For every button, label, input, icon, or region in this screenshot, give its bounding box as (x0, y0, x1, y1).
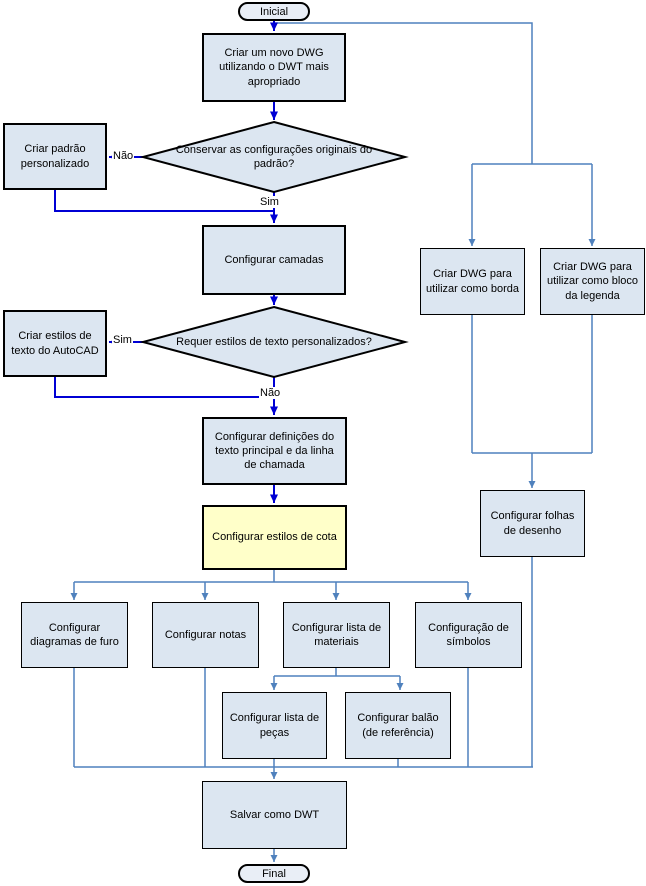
node-configurar-lista-materiais: Configurar lista de materiais (283, 602, 390, 668)
edge-label-sim-2: Sim (112, 334, 133, 347)
end-terminal: Final (238, 864, 310, 883)
connector-inicial-to-right-branch (274, 22, 533, 164)
node-label: Configurar estilos de cota (212, 531, 337, 544)
decision-conservar-configuracoes (139, 120, 409, 194)
node-configurar-diagramas-furo: Configurar diagramas de furo (21, 602, 128, 668)
start-terminal: Inicial (238, 2, 310, 21)
edge-label-nao-2: Não (259, 387, 282, 400)
node-criar-novo-dwg: Criar um novo DWG utilizando o DWT mais … (202, 33, 346, 102)
node-label: Configuração de símbolos (428, 621, 509, 648)
node-label: Configurar definições do texto principal… (214, 430, 335, 472)
edge-label-sim-1: Sim (259, 196, 280, 209)
edge-label-nao-1: Não (112, 150, 135, 163)
node-label: Configurar camadas (224, 253, 324, 266)
node-configurar-camadas: Configurar camadas (202, 225, 346, 295)
node-label: Criar DWG para utilizar como bloco da le… (546, 261, 639, 302)
node-configurar-folhas-desenho: Configurar folhas de desenho (480, 490, 585, 557)
node-configurar-estilos-cota: Configurar estilos de cota (202, 505, 347, 570)
node-label: Criar estilos de texto do AutoCAD (11, 330, 99, 357)
node-label: Configurar lista de peças (229, 712, 320, 739)
node-label: Configurar notas (164, 628, 247, 641)
node-label: Salvar como DWT (229, 808, 320, 821)
node-criar-estilos-texto-autocad: Criar estilos de texto do AutoCAD (3, 310, 107, 377)
node-configurar-balao: Configurar balão (de referência) (345, 692, 451, 759)
node-label: Criar padrão personalizado (20, 143, 90, 170)
node-salvar-como-dwt: Salvar como DWT (202, 781, 347, 849)
node-label: Configurar balão (de referência) (357, 712, 439, 739)
start-label: Inicial (259, 5, 289, 18)
node-label: Configurar lista de materiais (291, 621, 382, 648)
node-label: Criar um novo DWG utilizando o DWT mais … (219, 47, 329, 88)
node-configuracao-simbolos: Configuração de símbolos (415, 602, 522, 668)
node-criar-dwg-borda: Criar DWG para utilizar como borda (420, 248, 525, 315)
decision-requer-estilos (139, 305, 409, 379)
node-configurar-lista-pecas: Configurar lista de peças (222, 692, 327, 759)
node-label: Configurar diagramas de furo (30, 621, 119, 648)
node-configurar-definicoes-texto: Configurar definições do texto principal… (202, 417, 347, 485)
node-criar-padrao-personalizado: Criar padrão personalizado (3, 123, 107, 190)
node-label: Configurar folhas de desenho (490, 510, 575, 537)
node-label: Criar DWG para utilizar como borda (426, 268, 519, 295)
end-label: Final (262, 867, 286, 880)
node-criar-dwg-bloco-legenda: Criar DWG para utilizar como bloco da le… (540, 248, 645, 315)
connector-padrao-merge (54, 190, 273, 212)
node-configurar-notas: Configurar notas (152, 602, 259, 668)
connector-estilos-merge (54, 377, 273, 398)
